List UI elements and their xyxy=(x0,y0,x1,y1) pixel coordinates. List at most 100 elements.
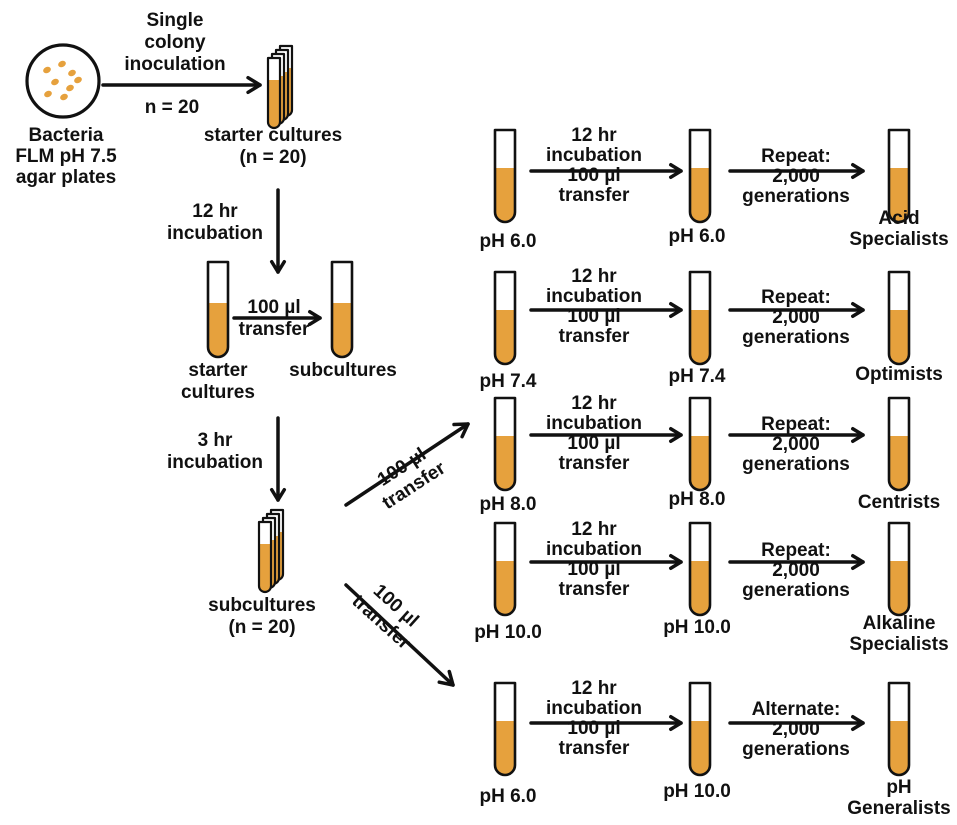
culture-medium xyxy=(495,310,515,364)
row-5-start-ph: pH 6.0 xyxy=(479,786,536,807)
culture-medium xyxy=(208,303,228,357)
n-label: n = 20 xyxy=(145,97,199,118)
row-5-incubation-label: incubation xyxy=(546,698,642,719)
row-2-end-tube xyxy=(690,272,710,364)
row-3-end-ph: pH 8.0 xyxy=(668,489,725,510)
petri-dish-outline xyxy=(27,45,99,117)
starter-cultures-label: starter cultures xyxy=(204,125,342,146)
culture-medium xyxy=(268,80,280,128)
row-1-start-ph: pH 6.0 xyxy=(479,231,536,252)
inoculation-label: colony xyxy=(144,32,206,53)
incubation-12-label: 12 hr xyxy=(192,201,238,222)
row-4-start-ph: pH 10.0 xyxy=(474,622,542,643)
row-1-repeat-label: generations xyxy=(742,186,850,207)
culture-medium xyxy=(495,561,515,615)
row-2-repeat-label: 2,000 xyxy=(772,307,820,328)
row-4-result-label: Alkaline xyxy=(863,613,936,634)
row-1-incubation-label: incubation xyxy=(546,145,642,166)
row-4-result-label: Specialists xyxy=(849,634,948,655)
row-2-incubation-label: incubation xyxy=(546,286,642,307)
starter-cultures-label: (n = 20) xyxy=(239,147,306,168)
subculture-tube-stack xyxy=(259,510,283,592)
row-4-incubation-label: 100 µl xyxy=(567,559,620,580)
row-1-end-tube xyxy=(690,130,710,222)
row-1-repeat-label: 2,000 xyxy=(772,166,820,187)
row-3-result-label: Centrists xyxy=(858,492,940,513)
row-5-start-tube xyxy=(495,683,515,775)
inoculation-label: inoculation xyxy=(124,54,225,75)
row-4-repeat-label: Repeat: xyxy=(761,540,831,561)
row-1-incubation-label: transfer xyxy=(559,185,630,206)
culture-medium xyxy=(690,310,710,364)
row-5-incubation-label: transfer xyxy=(559,738,630,759)
row-1-incubation-label: 12 hr xyxy=(571,125,617,146)
row-1-result-label: Specialists xyxy=(849,229,948,250)
culture-medium xyxy=(690,561,710,615)
row-3-start-tube xyxy=(495,398,515,490)
starter-tube-stack xyxy=(268,46,292,128)
row-4-end-ph: pH 10.0 xyxy=(663,617,731,638)
culture-medium xyxy=(889,561,909,615)
row-1-incubation-label: 100 µl xyxy=(567,165,620,186)
incubation-12-arrow xyxy=(272,190,285,272)
row-5-result-label: pH xyxy=(886,777,911,798)
row-4-incubation-label: transfer xyxy=(559,579,630,600)
culture-medium xyxy=(889,310,909,364)
subcultures-n-label: subcultures xyxy=(208,595,316,616)
row-5-end-tube xyxy=(690,683,710,775)
subcultures-n-label: (n = 20) xyxy=(228,617,295,638)
row-3-start-ph: pH 8.0 xyxy=(479,494,536,515)
incubation-3-label: 3 hr xyxy=(198,430,233,451)
row-5-repeat-label: Alternate: xyxy=(752,699,841,720)
row-2-incubation-label: 100 µl xyxy=(567,306,620,327)
subcultures-label: subcultures xyxy=(289,360,397,381)
culture-medium xyxy=(495,168,515,222)
plates-label: FLM pH 7.5 xyxy=(15,146,117,167)
plates-label: Bacteria xyxy=(29,125,104,146)
inoculation-arrow xyxy=(103,78,260,93)
culture-medium xyxy=(889,721,909,775)
row-2-end-ph: pH 7.4 xyxy=(668,366,725,387)
diagram-text: BacteriaFLM pH 7.5agar platesSinglecolon… xyxy=(15,10,950,819)
row-1-repeat-label: Repeat: xyxy=(761,146,831,167)
culture-medium xyxy=(690,721,710,775)
row-1-end-ph: pH 6.0 xyxy=(668,226,725,247)
row-3-repeat-label: generations xyxy=(742,454,850,475)
row-4-repeat-label: 2,000 xyxy=(772,560,820,581)
row-4-repeat-label: generations xyxy=(742,580,850,601)
row-1-result-label: Acid xyxy=(878,208,919,229)
row-2-result-label: Optimists xyxy=(855,364,943,385)
row-5-repeat-label: generations xyxy=(742,739,850,760)
row-4-end-tube xyxy=(690,523,710,615)
transfer-label: transfer xyxy=(239,319,310,340)
culture-medium xyxy=(690,168,710,222)
incubation-3-label: incubation xyxy=(167,452,263,473)
row-3-repeat-label: Repeat: xyxy=(761,414,831,435)
row-2-repeat-label: generations xyxy=(742,327,850,348)
subculture-tube xyxy=(332,262,352,357)
row-3-incubation-label: incubation xyxy=(546,413,642,434)
transfer-label: 100 µl xyxy=(247,297,300,318)
row-2-result-tube xyxy=(889,272,909,364)
row-5-incubation-label: 12 hr xyxy=(571,678,617,699)
petri-dish xyxy=(27,45,99,117)
starter-tube xyxy=(208,262,228,357)
row-2-repeat-label: Repeat: xyxy=(761,287,831,308)
row-3-incubation-label: 100 µl xyxy=(567,433,620,454)
incubation-3-arrow xyxy=(272,418,285,500)
row-4-incubation-label: incubation xyxy=(546,539,642,560)
row-3-end-tube xyxy=(690,398,710,490)
row-5-incubation-label: 100 µl xyxy=(567,718,620,739)
culture-medium xyxy=(332,303,352,357)
row-3-incubation-label: 12 hr xyxy=(571,393,617,414)
row-4-start-tube xyxy=(495,523,515,615)
row-5-end-ph: pH 10.0 xyxy=(663,781,731,802)
culture-medium xyxy=(495,436,515,490)
row-4-incubation-label: 12 hr xyxy=(571,519,617,540)
row-4-result-tube xyxy=(889,523,909,615)
row-1-start-tube xyxy=(495,130,515,222)
row-3-incubation-label: transfer xyxy=(559,453,630,474)
row-2-incubation-label: 12 hr xyxy=(571,266,617,287)
culture-medium xyxy=(690,436,710,490)
